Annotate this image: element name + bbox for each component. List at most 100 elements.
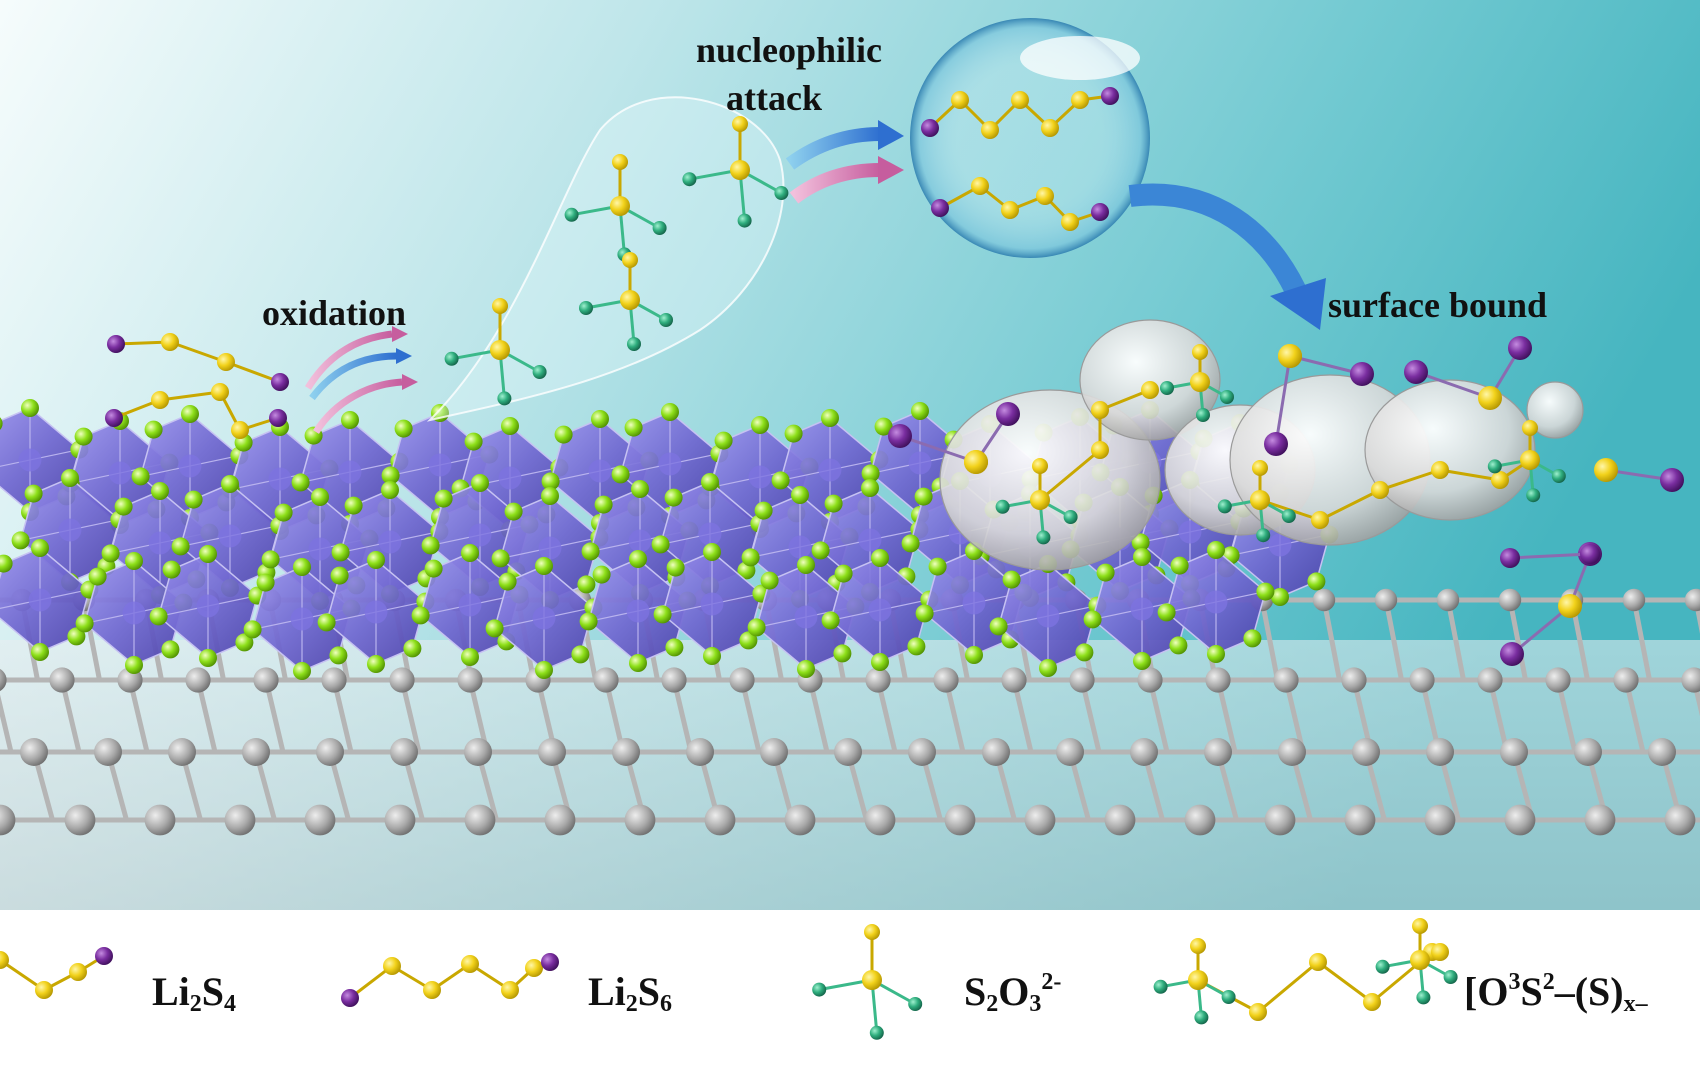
oxygen-atom xyxy=(1160,381,1174,395)
legend-thio-o: O xyxy=(998,969,1030,1014)
oxygen-atom xyxy=(532,365,547,379)
anion-atom xyxy=(199,545,217,563)
anion-atom xyxy=(989,617,1008,636)
surface-bound-blobs xyxy=(888,319,1684,666)
anion-atom xyxy=(631,480,649,498)
lithium-atom xyxy=(1101,87,1119,105)
anion-atom xyxy=(701,473,719,491)
anion-atom xyxy=(928,557,947,576)
metal-center xyxy=(290,607,314,631)
anion-atom xyxy=(471,474,489,492)
anion-atom xyxy=(21,399,39,417)
anion-atom xyxy=(24,484,43,503)
metal-center xyxy=(378,530,402,554)
sulfur-atom xyxy=(1371,481,1389,499)
sulfur-atom xyxy=(610,196,630,216)
sulfur-atom xyxy=(1278,344,1302,368)
metal-center xyxy=(428,453,452,477)
anion-atom xyxy=(504,502,523,521)
oxygen-atom xyxy=(1281,509,1296,523)
nucleophilic-attack-label: nucleophilic attack xyxy=(696,26,882,122)
molecules-layer xyxy=(105,87,1119,439)
anion-atom xyxy=(461,544,479,562)
anion-atom xyxy=(161,640,180,659)
carbon-atom xyxy=(457,667,483,693)
sulfur-atom xyxy=(1412,918,1428,934)
anion-atom xyxy=(1207,541,1225,559)
metal-center xyxy=(218,524,242,548)
metal-center xyxy=(858,528,882,552)
sulfur-atom xyxy=(1001,201,1019,219)
anion-atom xyxy=(651,535,670,554)
bond xyxy=(1039,448,1101,502)
anion-atom xyxy=(1256,582,1275,601)
legend-li2s6-label: Li2S6 xyxy=(588,968,672,1018)
anion-atom xyxy=(797,556,815,574)
anion-atom xyxy=(88,567,107,586)
anion-atom xyxy=(664,488,683,507)
carbon-atom xyxy=(1374,588,1398,612)
anion-atom xyxy=(541,487,559,505)
metal-center xyxy=(588,459,612,483)
bond xyxy=(1631,599,1652,681)
metal-center xyxy=(148,531,172,555)
metal-center xyxy=(532,606,556,630)
bond xyxy=(1439,468,1501,482)
anion-atom xyxy=(381,481,399,499)
metal-center xyxy=(196,594,220,618)
sulfur-atom xyxy=(1252,460,1268,476)
carbon-atom xyxy=(704,804,736,836)
lithium-atom xyxy=(341,989,359,1007)
anion-atom xyxy=(293,558,311,576)
anion-atom xyxy=(581,542,600,561)
bond xyxy=(81,599,102,681)
bubble-highlight xyxy=(1020,36,1140,80)
bond xyxy=(1693,599,1700,634)
carbon-atom xyxy=(1056,738,1084,766)
carbon-atom xyxy=(1574,738,1602,766)
carbon-atom xyxy=(1024,804,1056,836)
bond xyxy=(1511,604,1571,656)
carbon-atom xyxy=(1477,667,1503,693)
anion-atom xyxy=(577,575,596,594)
anion-atom xyxy=(821,409,839,427)
carbon-atom xyxy=(538,738,566,766)
anion-atom xyxy=(411,606,430,625)
carbon-atom xyxy=(661,667,687,693)
anion-atom xyxy=(221,475,239,493)
carbon-atom xyxy=(1436,588,1460,612)
bond xyxy=(1259,599,1280,681)
anion-atom xyxy=(665,638,684,657)
legend-thio-sub1: 2 xyxy=(986,991,999,1017)
oxygen-atom xyxy=(908,997,923,1011)
sulfur-atom xyxy=(1363,993,1381,1011)
carbon-atom xyxy=(784,804,816,836)
metal-center xyxy=(458,593,482,617)
carbon-atom xyxy=(1664,804,1696,836)
anion-atom xyxy=(184,490,203,509)
anion-atom xyxy=(331,543,350,562)
metal-center xyxy=(628,529,652,553)
anion-atom xyxy=(871,653,889,671)
anion-atom xyxy=(67,627,86,646)
surface-bound-label: surface bound xyxy=(1328,285,1548,325)
anion-atom xyxy=(424,559,443,578)
carbon-atom xyxy=(1622,588,1646,612)
anion-atom xyxy=(1002,570,1021,589)
anion-atom xyxy=(256,573,275,592)
anion-atom xyxy=(714,431,733,450)
oxygen-atom xyxy=(1217,499,1232,514)
sulfur-atom xyxy=(620,290,640,310)
anion-atom xyxy=(754,501,773,520)
carbon-atom xyxy=(1426,738,1454,766)
oxygen-atom xyxy=(1375,959,1390,974)
carbon-atom xyxy=(224,804,256,836)
anion-atom xyxy=(491,549,510,568)
lithium-atom xyxy=(269,409,287,427)
legend-poly-subx: x– xyxy=(1623,991,1648,1017)
sulfur-atom xyxy=(217,353,235,371)
sulfur-atom xyxy=(981,121,999,139)
metal-center xyxy=(1204,590,1228,614)
anion-atom xyxy=(1170,556,1189,575)
sulfur-atom xyxy=(501,981,519,999)
